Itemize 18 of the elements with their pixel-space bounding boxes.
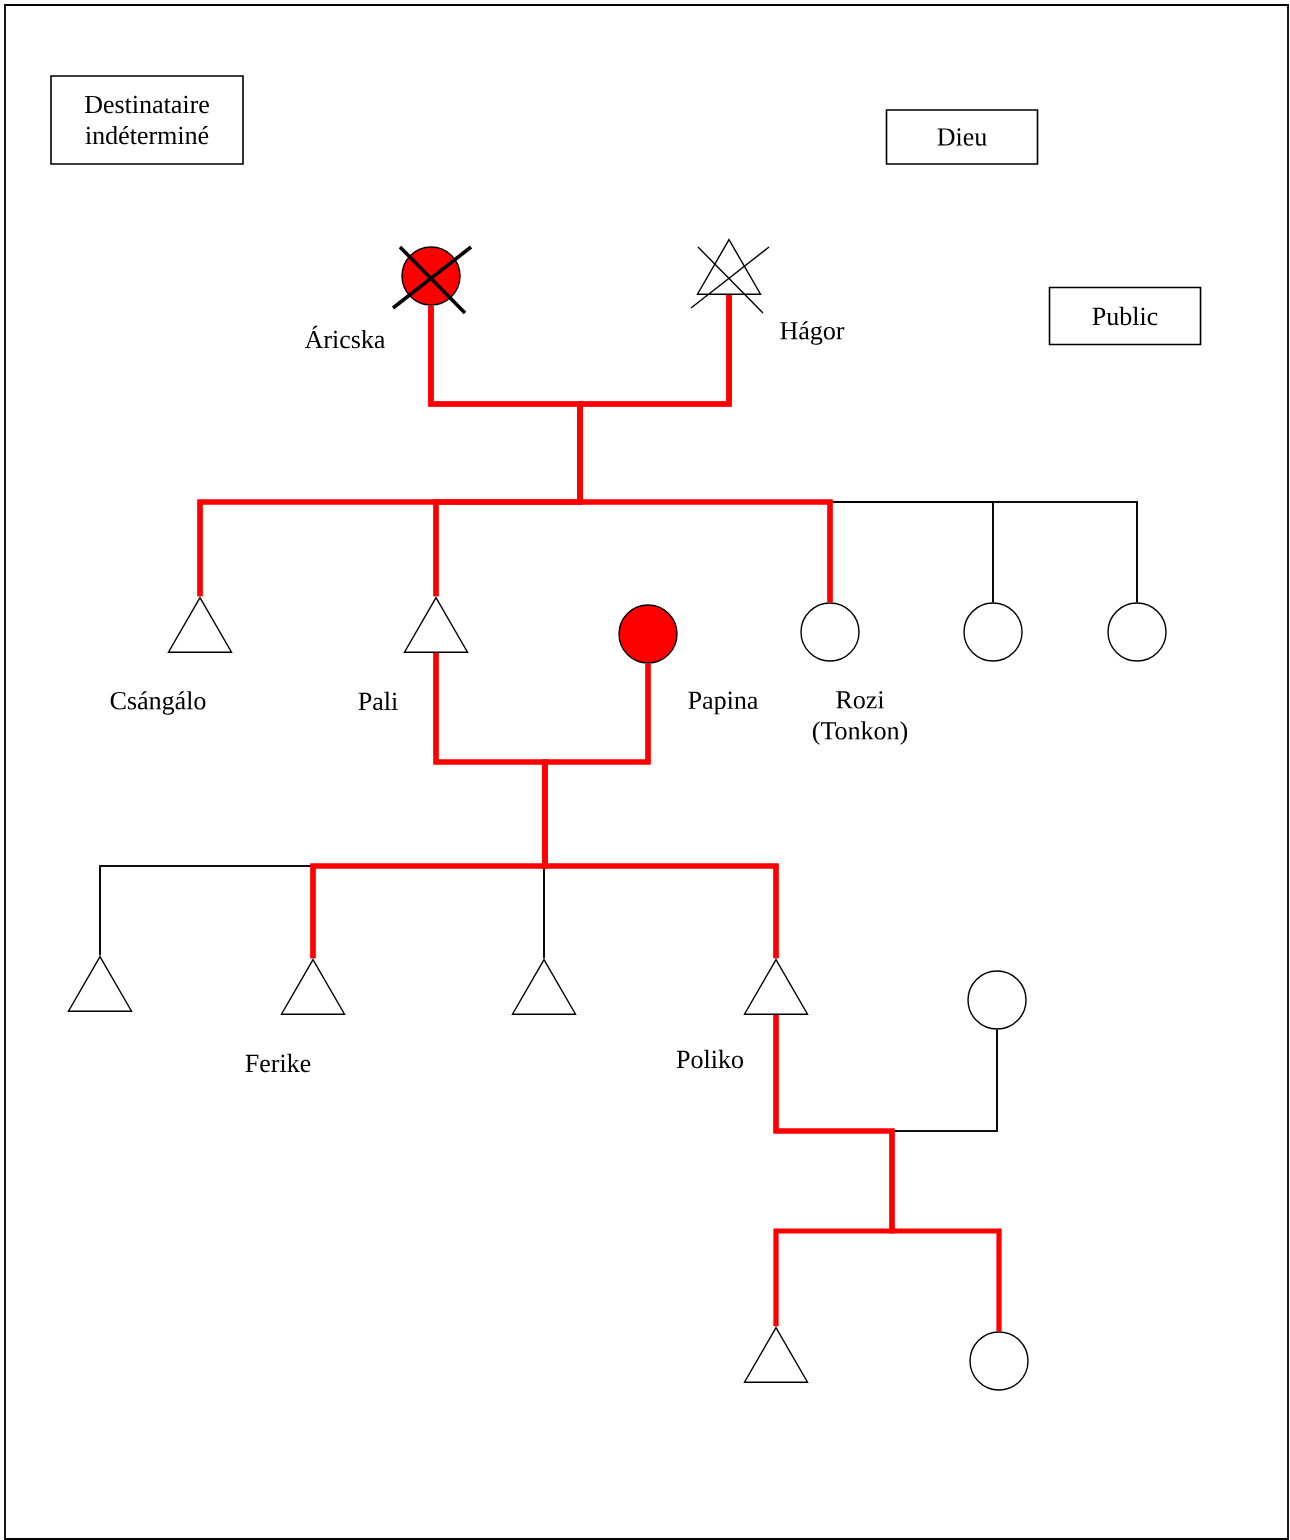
name-label: Csángálo [110,691,206,715]
name-label: Pali [358,691,398,711]
circle-symbol [967,970,1027,1030]
triangle-symbol [743,1326,809,1383]
name-label: Poliko [676,1049,743,1069]
label-box: Destinataire indéterminé [50,75,244,165]
name-label: Hágor [780,321,845,345]
name-label: Ferike [245,1053,311,1073]
name-label: Áricska [304,325,386,349]
name-label: Rozi (Tonkon) [812,691,908,745]
label-box: Public [1048,286,1202,346]
triangle-symbol [511,958,577,1015]
label-box: Dieu [885,109,1039,165]
circle-symbol [963,602,1023,662]
triangle-symbol [67,955,133,1012]
circle-symbol [969,1331,1029,1391]
circle-symbol [1107,602,1167,662]
name-label: Papina [688,691,759,715]
